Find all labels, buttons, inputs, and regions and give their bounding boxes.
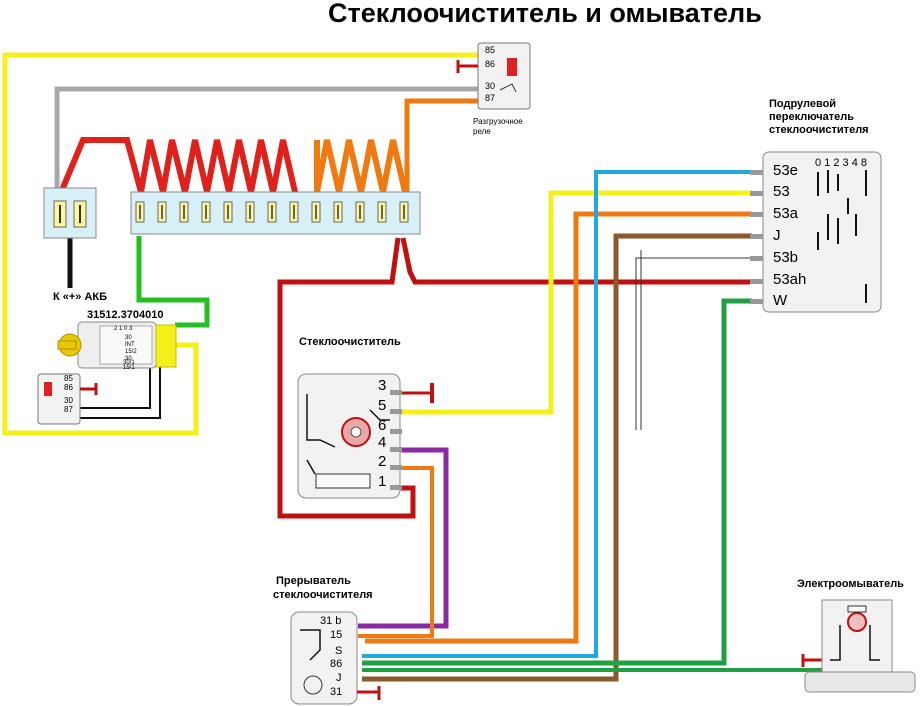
- wire-green-w: [362, 298, 752, 666]
- motor-pin-2: 2: [378, 453, 386, 470]
- wire-thin-53b: [635, 257, 752, 430]
- interrupter-pin-31b: 31 b: [320, 615, 341, 627]
- svg-text:15/2: 15/2: [125, 349, 137, 355]
- relay-caption-1: Разгрузочное: [473, 117, 523, 126]
- column-switch-caption-3: стеклоочистителя: [769, 124, 869, 136]
- wire-yellow-loop: [2, 52, 478, 436]
- wire-violet: [358, 447, 449, 629]
- wire-black-ign-1: [80, 367, 161, 419]
- unloading-relay: 85 86 30 87 Разгрузочное реле: [456, 42, 531, 136]
- svg-text:INT: INT: [125, 342, 135, 348]
- interrupter-pin-j: J: [336, 672, 342, 684]
- wire-red-zigzag: [59, 137, 298, 193]
- motor-pin-1: 1: [378, 473, 386, 490]
- column-switch: Подрулевой переключатель стеклоочистител…: [750, 98, 882, 313]
- diagram-title: Стеклоочиститель и омыватель: [328, 0, 762, 28]
- ignition-part-number: 31512.3704010: [87, 309, 163, 321]
- orange-zigzag-wires: [314, 139, 408, 193]
- wires: [2, 52, 830, 682]
- motor-pin-6: 6: [378, 417, 386, 434]
- interrupter-pin-15: 15: [330, 629, 342, 641]
- column-pin-j: J: [773, 227, 781, 244]
- column-pin-53e: 53e: [773, 162, 798, 179]
- column-pin-53: 53: [773, 183, 790, 200]
- column-switch-caption-2: переключатель: [769, 111, 854, 123]
- wire-orange-motor2: [358, 466, 434, 638]
- motor-pin-5: 5: [378, 397, 386, 414]
- electric-washer: Электроомыватель: [797, 578, 916, 693]
- wire-yellow-53: [400, 190, 752, 415]
- relay-pin-85: 85: [485, 45, 495, 55]
- wiper-motor: Стеклоочиститель 3 5 6 4 2 1: [297, 336, 434, 499]
- small-relay-pin-86: 86: [64, 383, 73, 392]
- wire-green-ignition: [136, 236, 210, 328]
- small-relay-pin-30: 30: [64, 396, 73, 405]
- ignition-pin-labels: 2 1 0 3 30 INT 15/2 30 30/1 15/1: [114, 326, 137, 371]
- interrupter-pin-s: S: [335, 645, 342, 657]
- wire-orange-zigzag: [314, 139, 408, 193]
- wire-orange-53a: [365, 211, 752, 644]
- battery-caption: К «+» АКБ: [53, 291, 107, 303]
- ignition-switch: 31512.3704010 2 1 0 3 30 INT 15/2 30 30/…: [57, 309, 177, 371]
- fuse-strip: [130, 191, 421, 235]
- interrupter-caption-1: Прерыватель: [276, 575, 351, 587]
- red-zigzag-wires: [59, 137, 298, 193]
- small-relay-pin-85: 85: [64, 374, 73, 383]
- interrupter-caption-2: стеклоочистителя: [273, 589, 373, 601]
- wiper-motor-caption: Стеклоочиститель: [299, 336, 401, 348]
- interrupter-pin-31: 31: [330, 686, 342, 698]
- wire-darkred-motor: [277, 237, 416, 519]
- washer-caption: Электроомыватель: [797, 578, 904, 590]
- column-switch-positions: 0 1 2 3 4 8: [815, 157, 867, 169]
- motor-pin-3: 3: [378, 377, 386, 394]
- wire-black-ign-2: [80, 367, 151, 409]
- svg-text:30/1: 30/1: [123, 360, 135, 366]
- small-relay-pin-87: 87: [64, 405, 73, 414]
- svg-text:30: 30: [125, 335, 132, 341]
- relay-caption-2: реле: [473, 127, 491, 136]
- relay-pin-86: 86: [485, 59, 495, 69]
- relay-pin-87: 87: [485, 93, 495, 103]
- main-fuse-block: К «+» АКБ: [43, 187, 107, 303]
- column-pin-53ah: 53ah: [773, 271, 806, 288]
- small-relay: 85 86 30 87: [37, 373, 98, 425]
- wire-brown-j: [362, 233, 752, 682]
- wire-orange-relay: [404, 98, 478, 192]
- motor-pin-4: 4: [378, 434, 386, 451]
- column-pin-53a: 53a: [773, 205, 799, 222]
- wiper-interrupter: Прерыватель стеклоочистителя 31 b 15 S 8…: [273, 575, 381, 705]
- svg-text:15/1: 15/1: [123, 365, 135, 371]
- wire-darkred-53ah: [400, 237, 750, 285]
- column-switch-caption-1: Подрулевой: [769, 98, 836, 110]
- relay-pin-30: 30: [485, 81, 495, 91]
- svg-text:2 1 0 3: 2 1 0 3: [114, 326, 133, 332]
- column-pin-w: W: [773, 292, 788, 309]
- interrupter-pin-86: 86: [330, 658, 342, 670]
- column-pin-53b: 53b: [773, 249, 798, 266]
- wire-gray: [54, 86, 478, 190]
- wire-blue-53e: [362, 170, 752, 658]
- svg-text:30: 30: [125, 356, 132, 362]
